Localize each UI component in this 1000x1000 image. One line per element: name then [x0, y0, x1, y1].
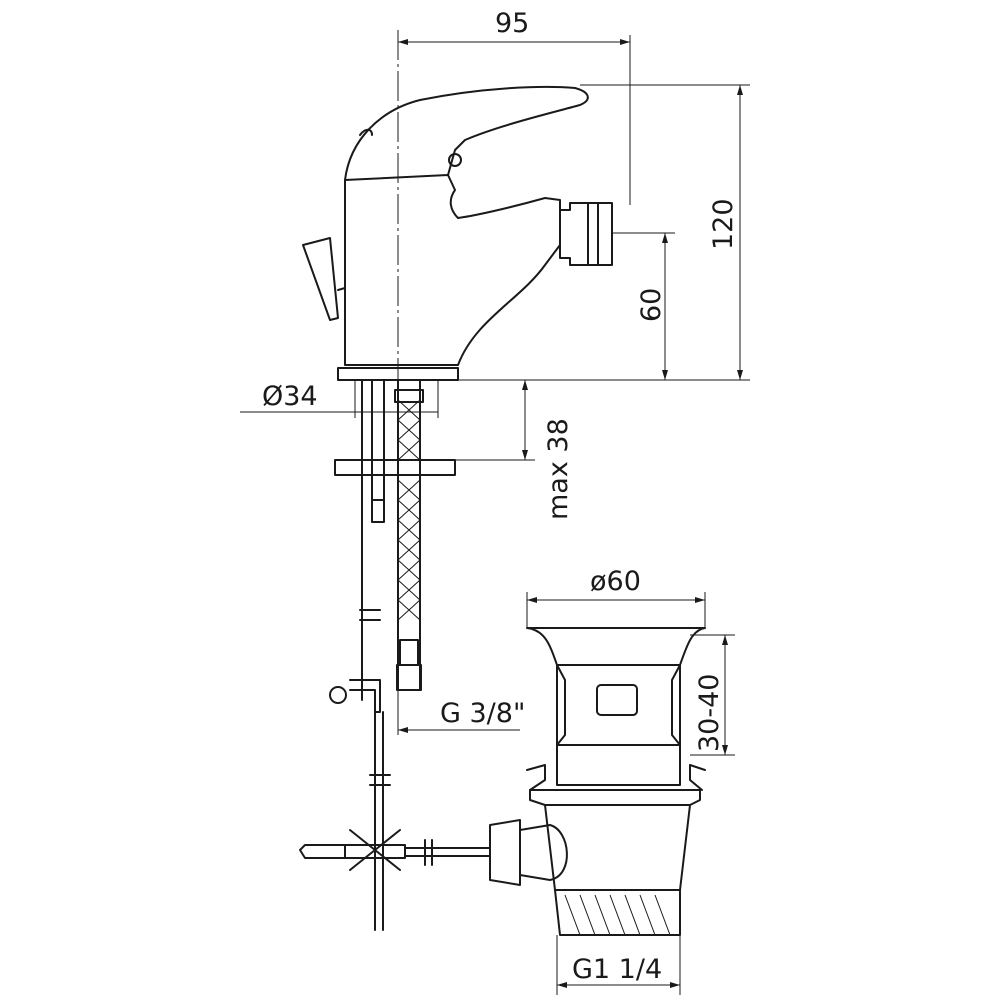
pop-up-waste	[526, 627, 706, 936]
dim-60-label: 60	[636, 288, 667, 322]
dim-30-40-label: 30-40	[694, 674, 725, 752]
mounting-parts	[299, 379, 568, 931]
dim-diameter-60-label: ø60	[590, 566, 641, 597]
dimension-lines	[240, 35, 750, 995]
dim-120-label: 120	[708, 198, 739, 250]
faucet-body	[302, 30, 613, 480]
dim-g-3-8-label: G 3/8"	[440, 698, 525, 729]
dim-g1-1-4-label: G1 1/4	[572, 954, 662, 985]
dim-max-38-label: max 38	[543, 418, 574, 520]
dim-diameter-34-label: Ø34	[262, 381, 318, 412]
dim-95-label: 95	[495, 8, 529, 39]
